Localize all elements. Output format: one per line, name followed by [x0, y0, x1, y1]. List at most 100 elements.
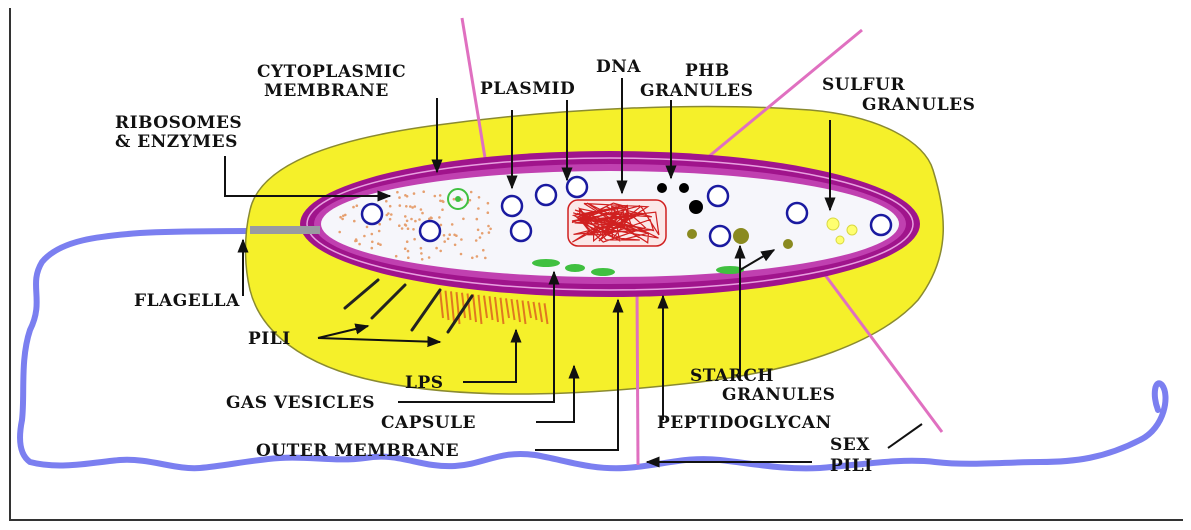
plasmid — [502, 196, 522, 216]
ribosome-dot — [422, 190, 425, 193]
ribosome-dot — [401, 227, 404, 230]
ribosome-dot — [439, 200, 442, 203]
ribosome-dot — [475, 239, 478, 242]
ribosome-dot — [414, 220, 417, 223]
ribosome-dot — [462, 218, 465, 221]
ribosome-dot — [355, 238, 358, 241]
plasmid — [511, 221, 531, 241]
ribosome-dot — [413, 192, 416, 195]
ribosome-dot — [478, 196, 481, 199]
label-sex-pili-line1: SEX — [830, 435, 870, 455]
ribosome-dot — [448, 233, 451, 236]
ribosome-dot — [443, 234, 446, 237]
plasmid — [710, 226, 730, 246]
ribosome-dot — [434, 195, 437, 198]
plasmid — [536, 185, 556, 205]
ribosome-dot — [489, 228, 492, 231]
label-outer-membrane: OUTER MEMBRANE — [256, 441, 459, 461]
ribosome-dot — [406, 220, 409, 223]
ribosome-dot — [453, 198, 456, 201]
plasmid — [362, 204, 382, 224]
plasmid — [420, 221, 440, 241]
ribosome-dot — [420, 208, 423, 211]
ribosome-dot — [411, 206, 414, 209]
label-sulfur-line2: GRANULES — [862, 95, 975, 115]
label-gas-vesicles: GAS VESICLES — [226, 393, 375, 413]
ribosome-dot — [407, 256, 410, 259]
ribosome-dot — [439, 250, 442, 253]
label-cytoplasmic-membrane-line1: CYTOPLASMIC — [257, 62, 406, 82]
ribosome-dot — [410, 218, 413, 221]
ribosome-dot — [395, 255, 398, 258]
label-cytoplasmic-membrane-line2: MEMBRANE — [264, 81, 389, 101]
ribosome-dot — [460, 238, 463, 241]
ribosome-dot — [404, 194, 407, 197]
ribosome-dot — [399, 204, 402, 207]
ribosome-dot — [482, 249, 485, 252]
ribosome-dot — [460, 253, 463, 256]
ribosome-dot — [371, 233, 374, 236]
ribosome-dot — [358, 243, 361, 246]
label-plasmid: PLASMID — [480, 79, 575, 99]
label-sulfur-line1: SULFUR — [822, 75, 905, 95]
ribosome-dot — [404, 223, 407, 226]
ribosome-dot — [439, 194, 442, 197]
ribosome-dot — [352, 206, 355, 209]
ribosome-dot — [356, 204, 359, 207]
ribosome-dot — [398, 196, 401, 199]
ribosome-dot — [377, 242, 380, 245]
ribosome-dot — [366, 226, 369, 229]
dna-nucleoid — [568, 200, 666, 246]
ribosome-dot — [471, 257, 474, 260]
ribosome-dot — [488, 231, 491, 234]
label-starch-line2: GRANULES — [722, 385, 835, 405]
ribosome-dot — [407, 227, 410, 230]
label-sex-pili-line2: PILI — [830, 456, 873, 476]
ribosome-dot — [430, 216, 433, 219]
label-lps: LPS — [405, 373, 444, 393]
ribosome-dot — [378, 230, 381, 233]
plasmid — [871, 215, 891, 235]
ribosome-dot — [477, 229, 480, 232]
ribosome-dot — [363, 235, 366, 238]
flagellum-hook — [250, 226, 320, 234]
ribosome-dot — [405, 205, 408, 208]
ribosome-dot — [378, 223, 381, 226]
plasmid — [787, 203, 807, 223]
ribosome-dot — [341, 218, 344, 221]
label-flagella: FLAGELLA — [134, 291, 240, 311]
ribosome-dot — [404, 215, 407, 218]
plasmid — [708, 186, 728, 206]
ribosome-dot — [385, 200, 388, 203]
label-peptidoglycan: PEPTIDOGLYCAN — [657, 413, 832, 433]
ribosome-dot — [418, 218, 421, 221]
ribosome-dot — [487, 211, 490, 214]
ribosome-dot — [470, 191, 473, 194]
ribosome-dot — [477, 207, 480, 210]
ribosome-dot — [389, 218, 392, 221]
ribosome-dot — [404, 247, 407, 250]
label-dna: DNA — [596, 57, 641, 77]
ribosome-dot — [487, 202, 490, 205]
ribosome-dot — [438, 216, 441, 219]
ribosome-dot — [447, 238, 450, 241]
ribosome-dot — [421, 212, 424, 215]
ribosome-dot — [441, 208, 444, 211]
label-pili: PILI — [248, 329, 291, 349]
ribosome-dot — [440, 224, 443, 227]
ribosome-dot — [476, 255, 479, 258]
ribosome-dot — [420, 252, 423, 255]
label-phb-line1: PHB — [685, 61, 730, 81]
label-starch-line1: STARCH — [690, 366, 774, 386]
ribosome-dot — [479, 236, 482, 239]
ribosome-dot — [421, 258, 424, 261]
label-phb-line2: GRANULES — [640, 81, 753, 101]
ribosome-dot — [342, 215, 345, 218]
ribosome-dot — [428, 256, 431, 259]
label-ribosomes-line1: RIBOSOMES — [115, 113, 242, 133]
ribosome-dot — [443, 240, 446, 243]
ribosome-dot — [390, 213, 393, 216]
label-ribosomes-line2: & ENZYMES — [115, 132, 238, 152]
label-capsule: CAPSULE — [381, 413, 476, 433]
